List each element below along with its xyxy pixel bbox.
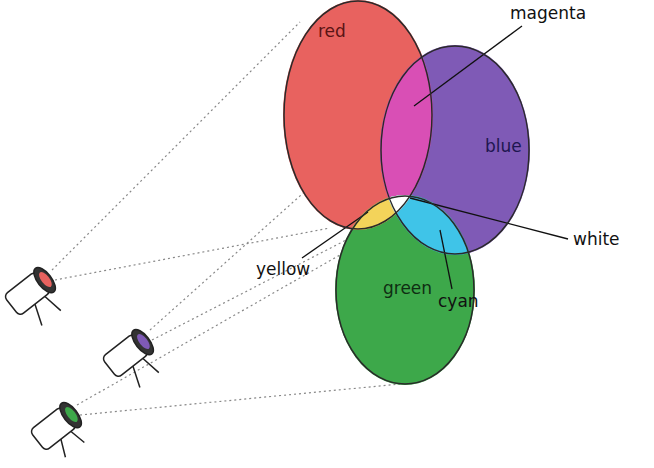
ellipse-border <box>336 196 474 384</box>
blue-spotlight <box>100 326 169 395</box>
ellipse-border <box>284 1 432 229</box>
beam-line <box>52 22 300 270</box>
magenta-overlap <box>380 45 530 255</box>
light-name: blue <box>485 137 522 156</box>
white-overlap-group <box>335 195 475 385</box>
lamp-lens <box>37 270 54 289</box>
yellow-overlap <box>335 195 475 385</box>
lamp-lens <box>135 332 152 351</box>
beam-line <box>77 255 340 405</box>
green-light-area <box>335 195 475 385</box>
green-light-ellipse: green <box>335 195 475 385</box>
green-spotlight <box>28 399 94 465</box>
beam-line <box>55 228 330 280</box>
colour-callout: magenta <box>510 4 586 23</box>
leader-line <box>302 212 368 258</box>
lamp-rim <box>30 264 60 296</box>
colour-callout: cyan <box>438 292 479 311</box>
lamp-rim <box>56 399 86 431</box>
lamp-rim <box>128 326 158 358</box>
cyan-overlap <box>335 195 475 385</box>
red-light-ellipse: red <box>283 0 433 230</box>
beam-line <box>152 238 350 340</box>
leader-line <box>440 230 452 289</box>
blue-light-ellipse: blue <box>380 45 530 255</box>
blue-light-area <box>380 45 530 255</box>
beam-line <box>80 384 400 415</box>
light-name: red <box>318 22 346 41</box>
red-spotlight <box>2 264 71 333</box>
ellipse-outline <box>283 0 433 230</box>
colour-callout: yellow <box>256 260 310 279</box>
colour-callout: white <box>573 230 620 249</box>
light-name: green <box>383 279 432 298</box>
lamp-lens <box>63 405 80 424</box>
ellipse-border <box>381 46 529 254</box>
white-overlap <box>335 195 475 385</box>
